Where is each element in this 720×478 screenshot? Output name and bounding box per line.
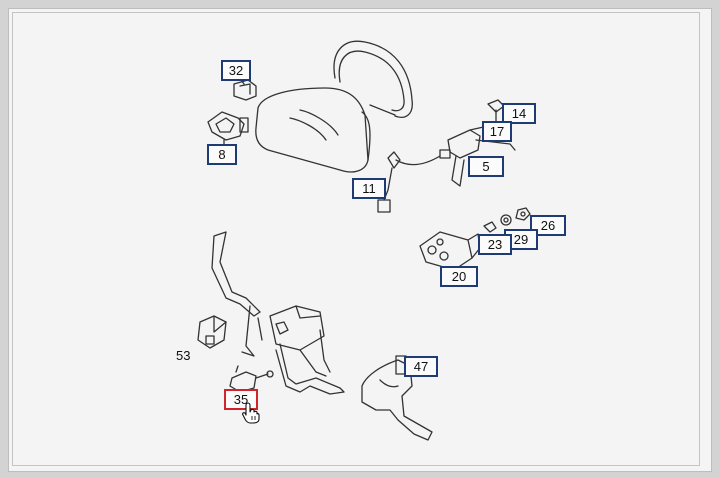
callout-26[interactable]: 26: [530, 215, 566, 236]
callout-29[interactable]: 29: [504, 229, 538, 250]
label-53: 53: [176, 348, 191, 363]
switch-35-part: [229, 365, 274, 393]
ignition-lock-20-part: [419, 231, 481, 271]
hand-pointer-icon: [242, 402, 260, 424]
callout-11[interactable]: 11: [352, 178, 386, 199]
nuts-washers-part: [483, 207, 531, 233]
module-53-part: [197, 315, 227, 349]
callout-14[interactable]: 14: [502, 103, 536, 124]
diagram-frame: [12, 12, 700, 466]
wiring-harness-11-part: [377, 149, 451, 213]
callout-5[interactable]: 5: [468, 156, 504, 177]
callout-23[interactable]: 23: [478, 234, 512, 255]
callout-32[interactable]: 32: [221, 60, 251, 81]
airbag-module-part: [255, 87, 371, 173]
callout-8[interactable]: 8: [207, 144, 237, 165]
pedal-assembly-part: [269, 305, 345, 395]
callout-47[interactable]: 47: [404, 356, 438, 377]
callout-17[interactable]: 17: [482, 121, 512, 142]
steering-wheel-part: [333, 40, 413, 118]
parts-diagram-panel: [8, 8, 712, 472]
callout-20[interactable]: 20: [440, 266, 478, 287]
clip-8-part: [207, 111, 249, 147]
pedal-rod-part: [211, 231, 263, 357]
